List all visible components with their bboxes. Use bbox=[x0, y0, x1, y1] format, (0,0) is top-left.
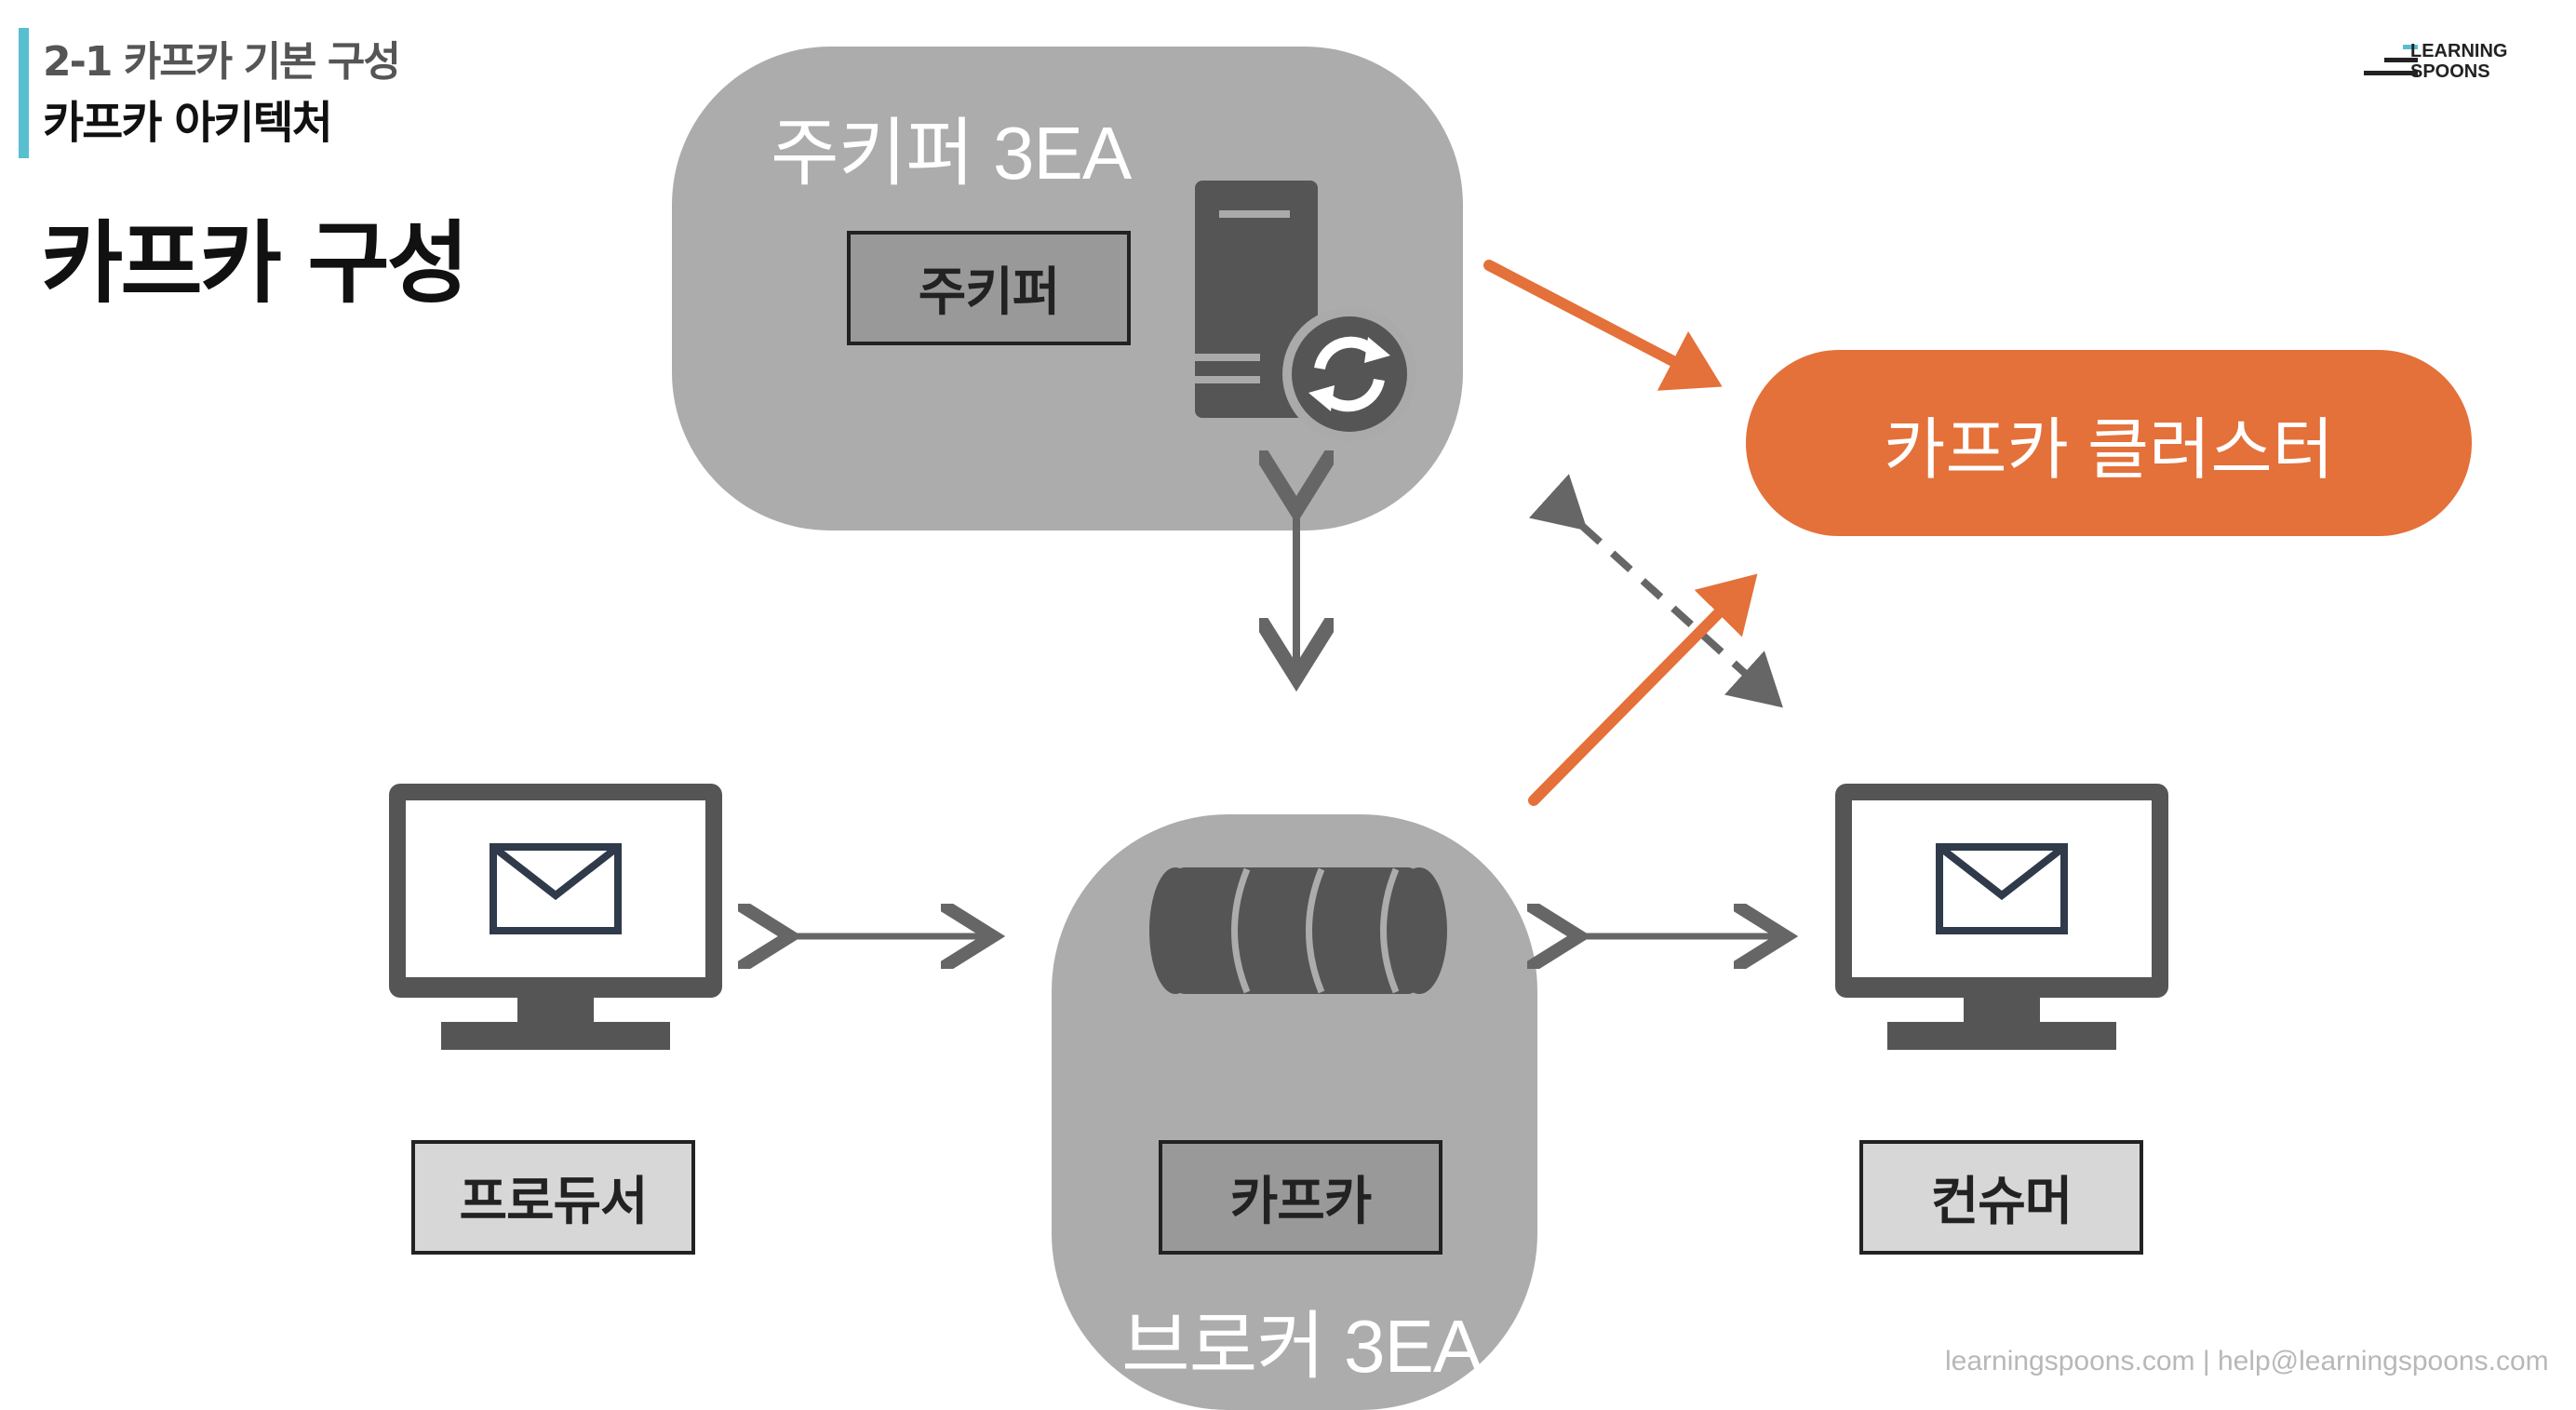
logo-line1: LEARNING bbox=[2410, 41, 2508, 61]
kafka-cluster-pill: 카프카 클러스터 bbox=[1746, 350, 2472, 536]
zookeeper-cluster-arrow bbox=[1483, 260, 1723, 391]
producer-label: 프로듀서 bbox=[411, 1140, 695, 1255]
broker-cluster-arrow bbox=[1528, 573, 1758, 806]
kafka-label: 카프카 bbox=[1159, 1140, 1442, 1255]
server-sync-icon bbox=[1195, 181, 1416, 441]
kafka-log-icon bbox=[1149, 867, 1447, 994]
envelope-icon bbox=[490, 843, 622, 934]
envelope-icon bbox=[1936, 843, 2068, 934]
zookeeper-group-title: 주키퍼 3EA bbox=[771, 112, 1132, 195]
consumer-label: 컨슈머 bbox=[1859, 1140, 2143, 1255]
zookeeper-consumer-dashed-arrow bbox=[1528, 474, 1783, 708]
connector-arrows bbox=[0, 260, 2576, 1374]
footer-contact: learningspoons.com | help@learningspoons… bbox=[1945, 1346, 2549, 1376]
section-label: 2-1 카프카 기본 구성 bbox=[43, 38, 401, 86]
consumer-monitor-icon bbox=[1835, 784, 2168, 1050]
section-title: 카프카 아키텍처 bbox=[43, 97, 333, 149]
zookeeper-label: 주키퍼 bbox=[847, 231, 1131, 345]
learning-spoons-logo: LEARNING SPOONS bbox=[2355, 41, 2541, 87]
producer-monitor-icon bbox=[389, 784, 722, 1050]
section-accent-bar bbox=[19, 28, 29, 158]
page-title: 카프카 구성 bbox=[41, 211, 469, 316]
logo-line2: SPOONS bbox=[2410, 61, 2490, 82]
